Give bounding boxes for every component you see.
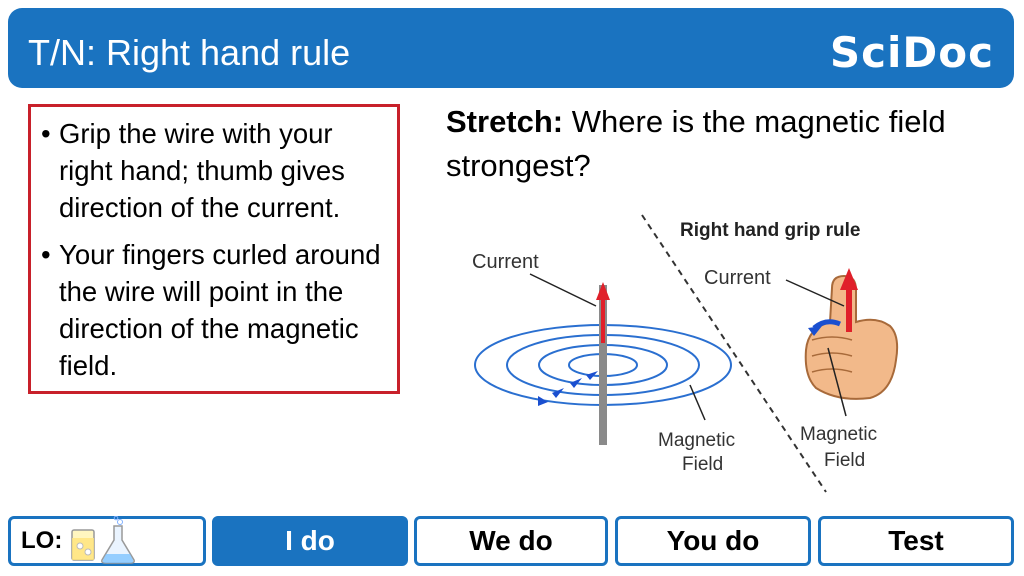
right-field-pointer [827, 347, 847, 417]
right-current-pointer [785, 279, 845, 307]
left-current-pointer [529, 273, 597, 307]
stretch-text: Where is the magnetic field strongest? [446, 104, 946, 183]
bullet-list: Grip the wire with your right hand; thum… [31, 107, 397, 384]
key-points-box: Grip the wire with your right hand; thum… [28, 104, 400, 394]
nav-you-do[interactable]: You do [615, 516, 811, 566]
left-field-label-line1: Magnetic [658, 430, 735, 451]
scidoc-logo: SciDoc [829, 28, 994, 77]
left-field-label-line2: Field [682, 454, 723, 475]
header-bar: T/N: Right hand rule SciDoc [8, 8, 1014, 88]
nav-i-do[interactable]: I do [212, 516, 408, 566]
nav-we-do[interactable]: We do [414, 516, 608, 566]
divider-line [641, 214, 827, 493]
stretch-label: Stretch: [446, 104, 564, 139]
bullet-item: Grip the wire with your right hand; thum… [41, 115, 387, 226]
stretch-question: Stretch: Where is the magnetic field str… [446, 100, 986, 188]
wire [599, 285, 607, 445]
page-title: T/N: Right hand rule [28, 32, 351, 73]
lab-flask-icon [71, 516, 136, 564]
right-current-label: Current [704, 267, 771, 289]
bullet-item: Your fingers curled around the wire will… [41, 236, 387, 384]
lo-box[interactable]: LO: [8, 516, 206, 566]
right-field-label-line1: Magnetic [800, 424, 877, 445]
right-diagram-title: Right hand grip rule [680, 220, 861, 241]
current-arrow-icon [596, 282, 610, 343]
right-field-label-line2: Field [824, 450, 865, 471]
right-hand-rule-diagram: Current Magnetic Field Right hand grip r… [472, 214, 899, 493]
left-current-label: Current [472, 251, 539, 273]
field-arrowheads [538, 371, 598, 406]
left-field-pointer [689, 384, 706, 421]
right-current-arrow-icon [840, 268, 858, 332]
nav-test[interactable]: Test [818, 516, 1014, 566]
lo-label: LO: [21, 527, 63, 554]
